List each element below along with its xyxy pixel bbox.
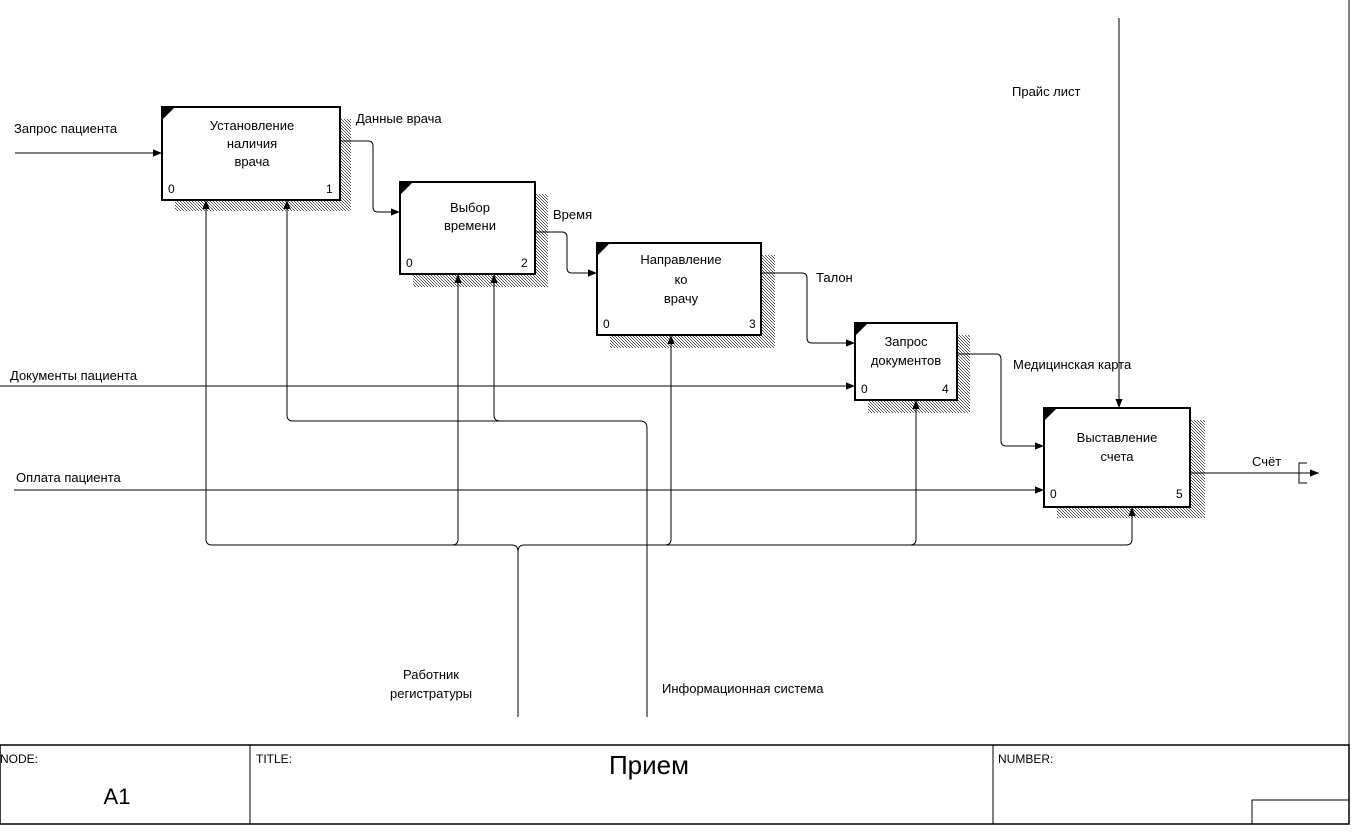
box-3-line-3: врачу [664,291,699,306]
arrow-info-sistema[interactable] [283,200,648,717]
node-caption: NODE: [0,752,38,766]
label-info-sistema: Информационная система [662,681,824,696]
box-3-line-2: ко [674,272,687,287]
page-title: Прием [609,750,689,780]
activity-box-5[interactable]: Выставление счета 0 5 [1043,407,1205,518]
box-5-right-number: 5 [1176,487,1183,501]
label-rabotnik-line-2: регистратуры [390,686,472,701]
box-2-right-number: 2 [521,256,528,270]
box-3-line-1: Направление [640,252,721,267]
arrow-vremya[interactable] [535,231,597,277]
box-5-line-1: Выставление [1077,430,1158,445]
diagram-frame [0,0,1350,825]
box-5-line-2: счета [1101,449,1135,464]
box-4-line-2: документов [871,353,941,368]
node-value: A1 [104,784,131,809]
arrow-schet[interactable] [1190,462,1319,484]
activity-box-4[interactable]: Запрос документов 0 4 [854,322,970,413]
activity-box-3[interactable]: Направление ко врачу 0 3 [596,242,775,348]
arrow-med-karta[interactable] [957,353,1044,450]
label-schet: Счёт [1252,454,1281,469]
label-dannye-vracha: Данные врача [356,111,442,126]
label-talon: Талон [816,270,853,285]
box-1-line-3: врача [234,154,270,169]
box-1-line-2: наличия [227,136,277,151]
label-med-karta: Медицинская карта [1013,357,1132,372]
arrow-rabotnik-registratury[interactable] [202,200,1136,717]
activity-box-1[interactable]: Установление наличия врача 0 1 [161,106,351,211]
box-2-line-2: времени [444,218,496,233]
box-2-left-number: 0 [406,256,413,270]
box-1-line-1: Установление [210,118,294,133]
box-1-left-number: 0 [168,182,175,196]
box-4-line-1: Запрос [884,334,928,349]
box-4-left-number: 0 [861,382,868,396]
label-oplata-pacienta: Оплата пациента [16,470,122,485]
box-3-left-number: 0 [603,317,610,331]
box-1-right-number: 1 [326,182,333,196]
box-2-line-1: Выбор [450,200,490,215]
label-prais-list: Прайс лист [1012,84,1081,99]
box-5-left-number: 0 [1050,487,1057,501]
arrow-talon[interactable] [761,272,855,347]
activity-box-2[interactable]: Выбор времени 0 2 [399,181,548,287]
arrow-dannye-vracha[interactable] [340,140,400,216]
box-4-right-number: 4 [942,382,949,396]
label-vremya: Время [553,207,592,222]
label-zapros-pacienta: Запрос пациента [14,121,118,136]
label-dokumenty-pacienta: Документы пациента [10,368,138,383]
title-caption: TITLE: [256,752,292,766]
box-3-right-number: 3 [749,317,756,331]
label-rabotnik-line-1: Работник [403,667,459,682]
number-caption: NUMBER: [998,752,1053,766]
